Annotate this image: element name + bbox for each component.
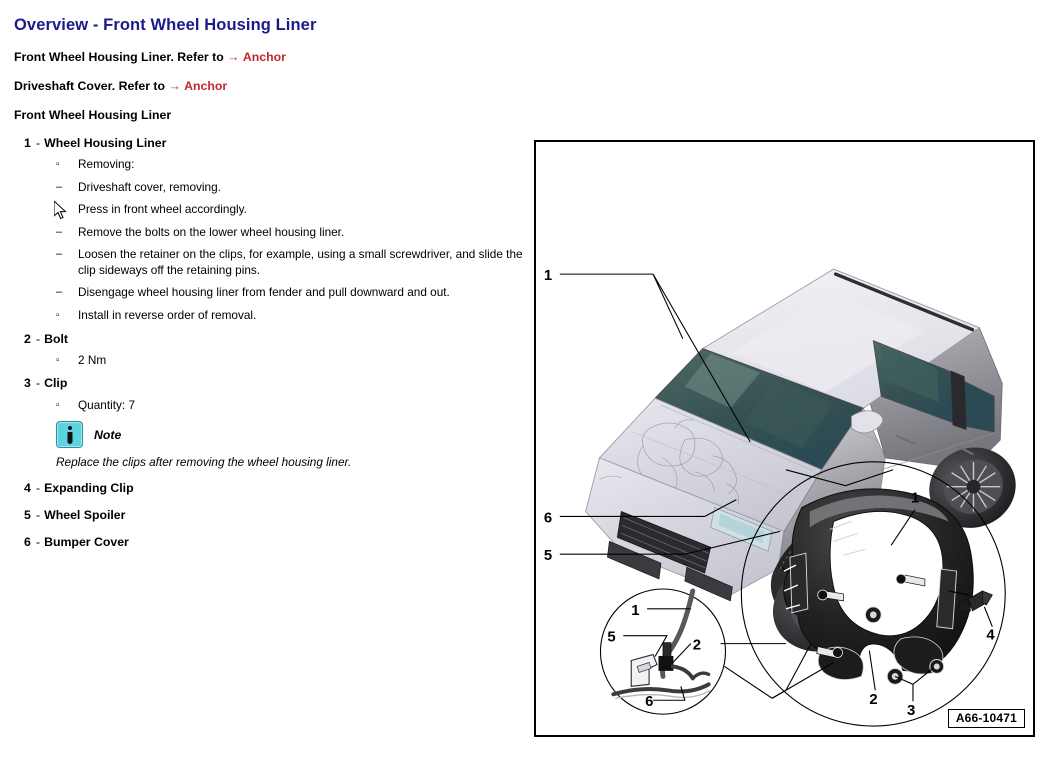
step-item: ▫ 2 Nm — [14, 353, 526, 369]
part-name: Wheel Spoiler — [44, 508, 126, 523]
reference-text-1: Front Wheel Housing Liner. Refer to — [14, 50, 228, 65]
part-heading: 3-Clip — [14, 376, 526, 391]
part-name: Wheel Housing Liner — [44, 135, 167, 150]
part-dash: - — [36, 480, 41, 495]
part-number: 5 — [24, 508, 31, 523]
part-heading: 1-Wheel Housing Liner — [14, 136, 526, 151]
reference-line-2: Driveshaft Cover. Refer to → Anchor — [14, 79, 526, 94]
part-steps: ▫ Removing: – Driveshaft cover, removing… — [14, 157, 526, 324]
parts-list: 1-Wheel Housing Liner ▫ Removing: – Driv… — [14, 136, 526, 551]
step-item: – Remove the bolts on the lower wheel ho… — [14, 225, 526, 241]
part-item: 1-Wheel Housing Liner ▫ Removing: – Driv… — [14, 136, 526, 324]
arrow-icon: → — [227, 50, 240, 65]
step-text: Install in reverse order of removal. — [78, 307, 257, 322]
dash-bullet-icon: – — [56, 225, 63, 238]
part-number: 3 — [24, 376, 31, 391]
square-bullet-icon: ▫ — [56, 354, 60, 366]
callout-label: 5 — [607, 630, 615, 646]
square-bullet-icon: ▫ — [56, 309, 60, 321]
callout-vehicle-6: 6 — [544, 499, 737, 526]
callout-label: 1 — [911, 491, 919, 507]
step-item: ▫ Install in reverse order of removal. — [14, 308, 526, 324]
part-heading: 6-Bumper Cover — [14, 535, 526, 550]
part-dash: - — [36, 376, 41, 391]
part-number: 4 — [24, 480, 31, 495]
callout-label: 3 — [907, 703, 915, 719]
step-text: Removing: — [78, 157, 135, 171]
step-item: ▫ Quantity: 7 — [14, 398, 526, 414]
info-icon — [56, 421, 83, 449]
callout-label: 2 — [869, 692, 877, 708]
detail-circle-large: 1 4 2 3 — [740, 461, 1006, 727]
part-name: Bumper Cover — [44, 535, 129, 550]
reference-line-1: Front Wheel Housing Liner. Refer to → An… — [14, 50, 526, 65]
part-name: Expanding Clip — [44, 480, 134, 495]
part-name: Clip — [44, 376, 68, 391]
text-column: Overview - Front Wheel Housing Liner Fro… — [14, 16, 526, 551]
part-item: 2-Bolt ▫ 2 Nm — [14, 332, 526, 369]
part-item: 4-Expanding Clip — [14, 481, 526, 496]
step-text: Quantity: 7 — [78, 397, 136, 412]
callout-vehicle-1: 1 — [544, 268, 751, 443]
figure-panel: 1 6 5 — [534, 140, 1035, 737]
part-number: 6 — [24, 535, 31, 550]
step-text: Disengage wheel housing liner from fende… — [78, 285, 450, 300]
part-item: 3-Clip ▫ Quantity: 7 Note Replace — [14, 376, 526, 470]
callout-label: 1 — [631, 603, 639, 619]
part-number: 1 — [24, 135, 31, 150]
callout-label: 6 — [544, 510, 552, 526]
dash-bullet-icon: – — [56, 248, 63, 261]
step-item: – Loosen the retainer on the clips, for … — [14, 247, 526, 278]
step-text: Driveshaft cover, removing. — [78, 179, 221, 194]
part-heading: 2-Bolt — [14, 332, 526, 347]
vehicle-illustration — [585, 268, 1016, 652]
step-text: Remove the bolts on the lower wheel hous… — [78, 224, 345, 239]
page-title: Overview - Front Wheel Housing Liner — [14, 16, 317, 34]
step-text: Loosen the retainer on the clips, for ex… — [78, 247, 523, 277]
note-header: Note — [56, 421, 526, 449]
part-heading: 4-Expanding Clip — [14, 481, 526, 496]
figure-id-label: A66-10471 — [947, 709, 1025, 728]
step-item: – Disengage wheel housing liner from fen… — [14, 285, 526, 301]
part-dash: - — [36, 535, 41, 550]
anchor-link-1[interactable]: Anchor — [242, 50, 286, 65]
part-steps: ▫ Quantity: 7 — [14, 398, 526, 414]
part-name: Bolt — [44, 331, 69, 346]
callout-label: 1 — [544, 268, 552, 284]
square-bullet-icon: ▫ — [56, 399, 60, 411]
callout-label: 4 — [986, 628, 995, 644]
part-steps: ▫ 2 Nm — [14, 353, 526, 369]
square-bullet-icon: ▫ — [56, 159, 60, 170]
part-dash: - — [36, 331, 41, 346]
callout-label: 2 — [693, 638, 701, 654]
step-item: ▫ Removing: — [14, 157, 526, 173]
part-item: 6-Bumper Cover — [14, 535, 526, 550]
anchor-link-2[interactable]: Anchor — [184, 78, 228, 93]
part-item: 5-Wheel Spoiler — [14, 508, 526, 523]
note-block: Note Replace the clips after removing th… — [14, 421, 526, 470]
callout-vehicle-5: 5 — [544, 530, 781, 564]
step-item: – Press in front wheel accordingly. — [14, 202, 526, 218]
step-text: Press in front wheel accordingly. — [78, 202, 247, 217]
step-item: – Driveshaft cover, removing. — [14, 180, 526, 196]
part-heading: 5-Wheel Spoiler — [14, 508, 526, 523]
part-dash: - — [36, 135, 41, 150]
note-label: Note — [94, 427, 122, 442]
part-number: 2 — [24, 331, 31, 346]
dash-bullet-icon: – — [56, 286, 63, 299]
note-text: Replace the clips after removing the whe… — [56, 455, 352, 470]
figure-illustration: 1 6 5 — [544, 268, 1016, 727]
dash-bullet-icon: – — [56, 180, 63, 193]
callout-label: 5 — [544, 548, 552, 564]
step-text: 2 Nm — [78, 352, 107, 367]
section-label: Front Wheel Housing Liner — [14, 107, 172, 122]
callout-label: 6 — [645, 694, 653, 710]
reference-text-2: Driveshaft Cover. Refer to — [14, 78, 169, 93]
dash-bullet-icon: – — [56, 203, 63, 216]
detail-circle-small: 1 5 2 6 — [599, 588, 786, 715]
part-dash: - — [36, 508, 41, 523]
arrow-icon: → — [168, 78, 181, 93]
